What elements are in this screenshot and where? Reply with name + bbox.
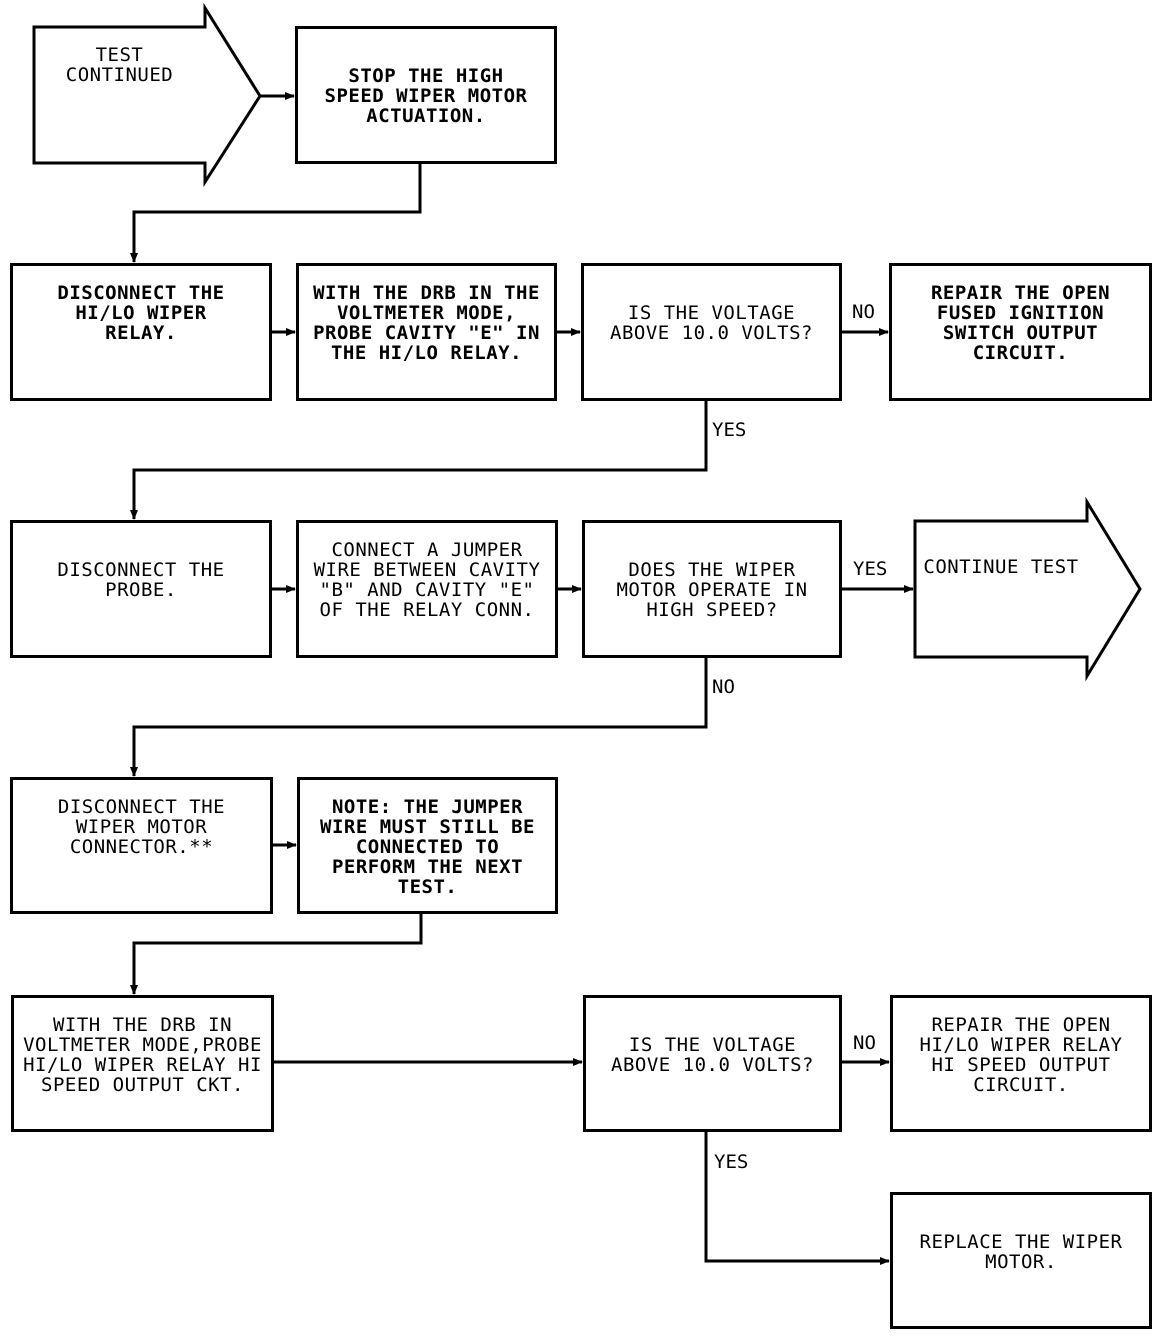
node-decision-high-speed: DOES THE WIPER MOTOR OPERATE IN HIGH SPE…	[582, 520, 842, 658]
node-note-jumper: NOTE: THE JUMPER WIRE MUST STILL BE CONN…	[297, 777, 558, 914]
stop-motor-line-2: SPEED WIPER MOTOR	[324, 85, 528, 107]
decision-high-speed-line-3: HIGH SPEED?	[646, 599, 778, 621]
edge-decision3-yes	[704, 1131, 890, 1265]
note-jumper-line-3: CONNECTED TO	[355, 836, 500, 858]
start-arrow-shape	[32, 2, 262, 188]
probe-hi-speed-line-2: VOLTMETER MODE,PROBE	[23, 1034, 262, 1056]
repair-ignition-line-2: FUSED IGNITION	[936, 302, 1105, 324]
disconnect-probe-line-1: DISCONNECT THE	[57, 559, 225, 581]
disconnect-relay-line-2: HI/LO WIPER	[75, 302, 207, 324]
disconnect-relay-line-1: DISCONNECT THE	[57, 282, 225, 304]
probe-hi-speed-line-1: WITH THE DRB IN	[52, 1014, 233, 1036]
note-jumper-line-1: NOTE: THE JUMPER	[331, 796, 524, 818]
start-line-2: CONTINUED	[65, 64, 174, 86]
repair-relay-line-3: HI SPEED OUTPUT	[931, 1054, 1111, 1076]
disconnect-motor-line-2: WIPER MOTOR	[75, 816, 208, 838]
note-jumper-line-4: PERFORM THE NEXT	[331, 856, 524, 878]
edge-label-yes-3: YES	[714, 1151, 749, 1173]
repair-ignition-line-3: SWITCH OUTPUT	[942, 322, 1099, 344]
decision-voltage-1-line-1: IS THE VOLTAGE	[627, 302, 796, 324]
node-stop-motor: STOP THE HIGH SPEED WIPER MOTOR ACTUATIO…	[295, 26, 557, 164]
probe-hi-speed-line-4: SPEED OUTPUT CKT.	[41, 1074, 244, 1096]
note-jumper-line-5: TEST.	[397, 876, 458, 898]
edge-note-to-probe2	[130, 913, 423, 995]
disconnect-probe-line-2: PROBE.	[105, 579, 177, 601]
node-repair-ignition: REPAIR THE OPEN FUSED IGNITION SWITCH OU…	[889, 263, 1152, 401]
node-connect-jumper: CONNECT A JUMPER WIRE BETWEEN CAVITY "B"…	[296, 520, 558, 658]
disconnect-relay-line-3: RELAY.	[105, 322, 177, 344]
node-disconnect-probe: DISCONNECT THE PROBE.	[10, 520, 272, 658]
node-repair-relay-output: REPAIR THE OPEN HI/LO WIPER RELAY HI SPE…	[890, 995, 1152, 1132]
probe-hi-speed-line-3: HI/LO WIPER RELAY HI	[23, 1054, 262, 1076]
edge-label-yes-1: YES	[712, 419, 747, 441]
connect-jumper-line-4: OF THE RELAY CONN.	[319, 599, 535, 621]
replace-motor-line-1: REPLACE THE WIPER	[919, 1231, 1123, 1253]
edge-label-no-1: NO	[852, 301, 875, 323]
disconnect-motor-line-1: DISCONNECT THE	[57, 796, 226, 818]
probe-cavity-e-line-1: WITH THE DRB IN THE	[313, 282, 540, 304]
decision-voltage-1-line-2: ABOVE 10.0 VOLTS?	[610, 322, 813, 344]
node-disconnect-relay: DISCONNECT THE HI/LO WIPER RELAY.	[10, 263, 272, 401]
continue-arrow-shape	[913, 496, 1142, 682]
replace-motor-line-2: MOTOR.	[985, 1251, 1057, 1273]
node-disconnect-motor-connector: DISCONNECT THE WIPER MOTOR CONNECTOR.**	[10, 777, 273, 914]
repair-ignition-line-1: REPAIR THE OPEN	[930, 282, 1111, 304]
node-continue-test: CONTINUE TEST	[915, 521, 1087, 657]
edge-decision2-no	[130, 657, 708, 777]
disconnect-motor-line-3: CONNECTOR.**	[69, 836, 214, 858]
repair-relay-line-2: HI/LO WIPER RELAY	[919, 1034, 1123, 1056]
node-probe-cavity-e: WITH THE DRB IN THE VOLTMETER MODE, PROB…	[296, 263, 557, 401]
connect-jumper-line-3: "B" AND CAVITY "E"	[319, 579, 535, 601]
repair-relay-line-4: CIRCUIT.	[973, 1074, 1069, 1096]
stop-motor-line-1: STOP THE HIGH	[348, 65, 504, 87]
stop-motor-line-3: ACTUATION.	[366, 105, 486, 127]
edge-label-yes-2: YES	[853, 558, 888, 580]
note-jumper-line-2: WIRE MUST STILL BE	[320, 816, 535, 838]
decision-voltage-2-line-1: IS THE VOLTAGE	[628, 1034, 797, 1056]
probe-cavity-e-line-4: THE HI/LO RELAY.	[330, 342, 523, 364]
probe-cavity-e-line-2: VOLTMETER MODE,	[336, 302, 517, 324]
node-start: TEST CONTINUED	[34, 27, 205, 163]
probe-cavity-e-line-3: PROBE CAVITY "E" IN	[313, 322, 540, 344]
repair-relay-line-1: REPAIR THE OPEN	[931, 1014, 1111, 1036]
connect-jumper-line-1: CONNECT A JUMPER	[331, 539, 523, 561]
decision-voltage-2-line-2: ABOVE 10.0 VOLTS?	[611, 1054, 814, 1076]
edge-label-no-3: NO	[853, 1032, 876, 1054]
edge-decision1-yes	[130, 400, 708, 520]
decision-high-speed-line-2: MOTOR OPERATE IN	[616, 579, 808, 601]
connect-jumper-line-2: WIRE BETWEEN CAVITY	[313, 559, 541, 581]
node-replace-motor: REPLACE THE WIPER MOTOR.	[890, 1192, 1152, 1329]
continue-test-line-1: CONTINUE TEST	[923, 556, 1079, 578]
repair-ignition-line-4: CIRCUIT.	[972, 342, 1069, 364]
node-decision-voltage-1: IS THE VOLTAGE ABOVE 10.0 VOLTS?	[581, 263, 842, 401]
start-line-1: TEST	[95, 44, 144, 66]
edge-label-no-2: NO	[712, 676, 735, 698]
edge-stop-to-disconnect-relay	[130, 163, 422, 263]
decision-high-speed-line-1: DOES THE WIPER	[628, 559, 796, 581]
node-decision-voltage-2: IS THE VOLTAGE ABOVE 10.0 VOLTS?	[583, 995, 842, 1132]
node-probe-hi-speed-output: WITH THE DRB IN VOLTMETER MODE,PROBE HI/…	[11, 995, 274, 1132]
